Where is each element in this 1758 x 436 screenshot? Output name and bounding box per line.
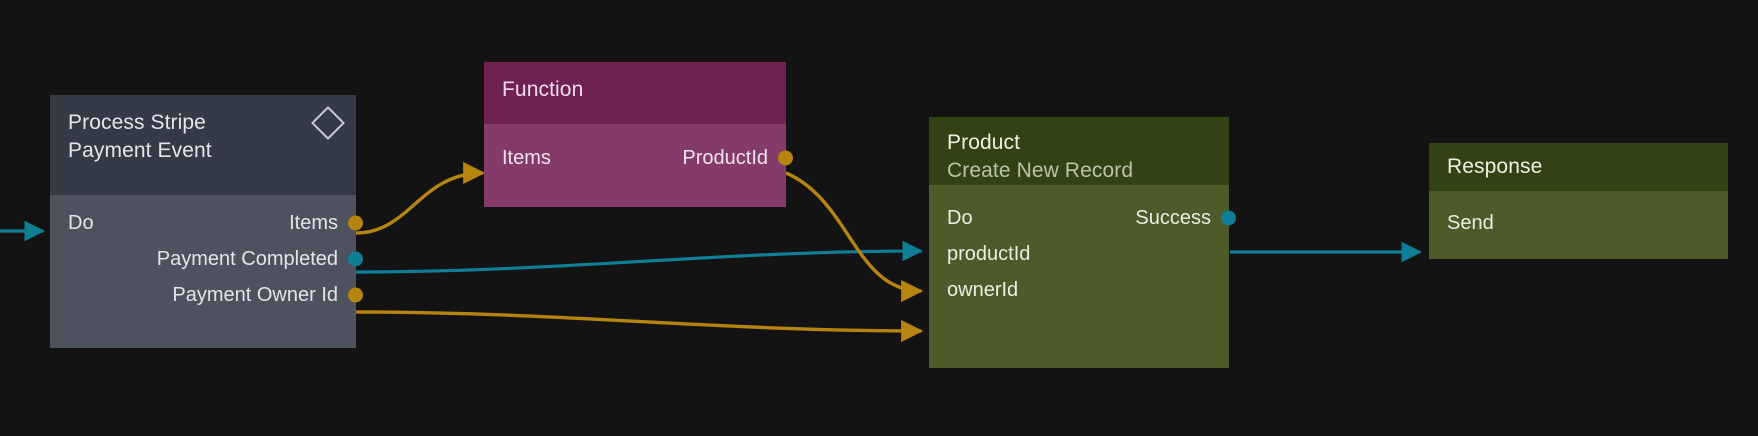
- port-row-do[interactable]: Do Items: [50, 205, 363, 241]
- node-process-stripe-payment-event[interactable]: Process Stripe Payment Event Do Items Pa…: [50, 95, 363, 348]
- node-product[interactable]: Product Create New Record Do Success pro…: [929, 117, 1236, 368]
- node-title: Function: [502, 78, 584, 101]
- node-title-line2: Payment Event: [68, 139, 212, 162]
- node-subtitle: Create New Record: [947, 159, 1134, 182]
- node-header[interactable]: Response: [1429, 143, 1728, 191]
- wire-payment-completed-to-product-do: [355, 240, 924, 274]
- port-label-do: Do: [947, 207, 973, 229]
- port-label-items: Items: [289, 212, 338, 234]
- node-function[interactable]: Function Items ProductId: [484, 62, 793, 207]
- node-body[interactable]: Items ProductId: [484, 124, 793, 207]
- port-dot-items[interactable]: [348, 215, 363, 231]
- port-dot-success[interactable]: [1221, 210, 1236, 226]
- wire-productid-to-product-productid: [785, 171, 924, 303]
- wire-payment-owner-id-to-product-ownerid: [355, 310, 924, 343]
- port-label-payment-completed: Payment Completed: [156, 248, 338, 270]
- node-header[interactable]: Function: [484, 62, 786, 124]
- port-dot-payment-owner-id[interactable]: [348, 287, 363, 303]
- port-row-do[interactable]: Do Success: [929, 200, 1236, 236]
- node-body[interactable]: Do Success productId ownerId: [929, 185, 1236, 368]
- wire-items-to-function-items: [355, 161, 486, 235]
- port-label-success: Success: [1135, 207, 1211, 229]
- port-label-ownerid: ownerId: [947, 279, 1019, 301]
- port-row-payment-owner-id[interactable]: Payment Owner Id: [50, 277, 363, 313]
- port-label-do: Do: [68, 212, 94, 234]
- node-body[interactable]: Do Items Payment Completed Payment Owner…: [50, 195, 363, 348]
- port-label-productid: ProductId: [682, 147, 768, 169]
- port-label-productid: productId: [947, 243, 1031, 265]
- port-label-items: Items: [502, 147, 551, 169]
- port-dot-payment-completed[interactable]: [348, 251, 363, 267]
- node-title: Product: [947, 131, 1021, 154]
- port-dot-productid[interactable]: [778, 150, 793, 166]
- port-row-productid[interactable]: productId: [929, 236, 1229, 272]
- port-row-payment-completed[interactable]: Payment Completed: [50, 241, 363, 277]
- port-label-payment-owner-id: Payment Owner Id: [172, 284, 338, 306]
- port-label-send: Send: [1447, 212, 1494, 234]
- node-title: Response: [1447, 155, 1543, 178]
- node-title: Process Stripe: [68, 111, 206, 134]
- port-row-function-io[interactable]: Items ProductId: [484, 140, 793, 176]
- port-row-send[interactable]: Send: [1429, 205, 1728, 241]
- node-header[interactable]: Product Create New Record: [929, 117, 1229, 185]
- node-header[interactable]: Process Stripe Payment Event: [50, 95, 356, 195]
- node-body[interactable]: Send: [1429, 191, 1728, 259]
- node-response[interactable]: Response Send: [1429, 143, 1728, 259]
- port-row-ownerid[interactable]: ownerId: [929, 272, 1229, 308]
